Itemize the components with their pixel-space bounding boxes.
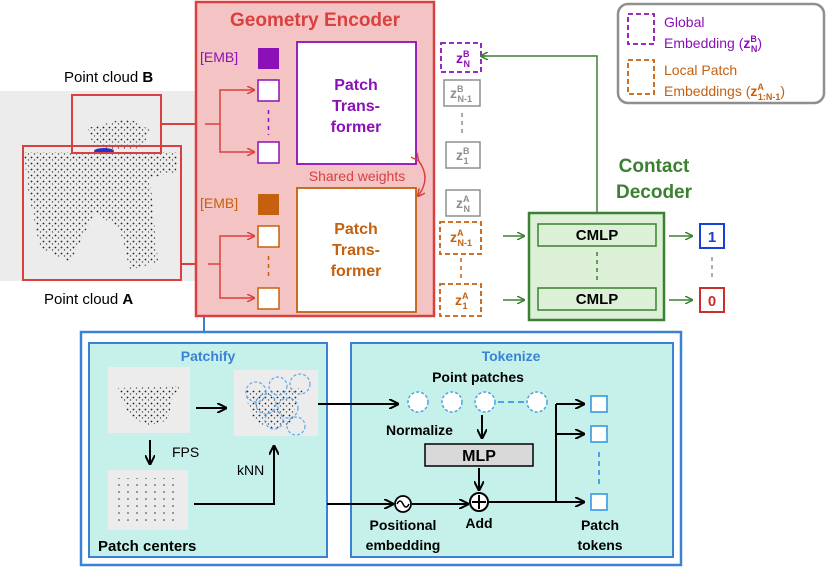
point-cloud-a-shape	[24, 152, 178, 270]
knn-label: kNN	[237, 462, 264, 478]
patch-token-a-1	[257, 225, 280, 248]
geometry-encoder: Geometry Encoder [EMB] Patch Trans- form…	[194, 0, 436, 318]
point-patches-label: Point patches	[432, 369, 524, 385]
global-embedding-line	[481, 55, 598, 213]
patch-transformer-a-line-3: former	[331, 263, 382, 280]
contact-decoder-title-line-2: Decoder	[616, 182, 693, 203]
patch-transformer-b-line-2: Trans-	[332, 98, 380, 115]
patch-transformer-a-line-2: Trans-	[332, 242, 380, 259]
patch-centers-points	[116, 478, 180, 524]
point-cloud-a-box	[22, 145, 182, 281]
positional-label-line-2: embedding	[366, 537, 441, 553]
point-cloud-b-label: Point cloud B	[64, 69, 153, 86]
contact-decoder: Contact Decoder CMLP CMLP 1 0	[481, 55, 725, 322]
fps-label: FPS	[172, 444, 199, 460]
shared-weights-arrow	[418, 160, 426, 196]
patch-token-a-n	[257, 287, 280, 310]
patch-token-b-n	[257, 141, 280, 164]
cmlp-bottom	[537, 287, 657, 311]
cmlp-top	[537, 223, 657, 247]
patch-tokens-label-line-1: Patch	[581, 517, 619, 533]
tokenize-title: Tokenize	[482, 348, 541, 364]
tokenization-section: Patchify FPS Patch centers kNN Tokenize …	[79, 330, 683, 567]
patch-token-out-n	[590, 493, 608, 511]
patch-token-out-1	[590, 395, 608, 413]
geometry-encoder-title: Geometry Encoder	[230, 10, 401, 31]
patchify-input-shape	[118, 386, 180, 426]
sine-wave-icon	[396, 500, 410, 508]
output-contact-box	[699, 223, 725, 249]
normalize-label: Normalize	[386, 422, 453, 438]
token-z-b-n1	[443, 79, 481, 107]
arrow-b-1	[219, 90, 254, 124]
token-z-b-1	[445, 141, 481, 169]
cmlp-bottom-label: CMLP	[576, 291, 619, 308]
legend-box	[616, 2, 826, 105]
point-patch-circles	[407, 391, 548, 413]
shared-weights-label: Shared weights	[309, 168, 406, 184]
patch-token-b-1	[257, 79, 280, 102]
grouped-patch-circles	[245, 373, 311, 436]
legend-local-swatch	[627, 59, 655, 95]
legend-global-swatch	[627, 13, 655, 45]
arrow-a-1	[219, 236, 254, 264]
contact-decoder-title-line-1: Contact	[619, 156, 690, 177]
token-z-a-n	[445, 189, 481, 217]
point-cloud-panel: Point cloud B Point cloud A	[0, 69, 196, 308]
point-cloud-b-shape	[88, 118, 150, 150]
positional-label-line-1: Positional	[370, 517, 437, 533]
patch-transformer-b-line-1: Patch	[334, 77, 378, 94]
arrow-a-n	[219, 264, 254, 298]
emb-label-a: [EMB]	[200, 195, 238, 211]
patch-transformer-a-line-1: Patch	[334, 221, 378, 238]
output-no-contact-label: 0	[708, 293, 716, 310]
add-label: Add	[465, 515, 492, 531]
patch-transformer-b-line-3: former	[331, 119, 382, 136]
mlp-box	[424, 443, 534, 467]
legend-global-line-1: Global	[664, 14, 704, 30]
patch-tokens-label-line-2: tokens	[577, 537, 622, 553]
patch-transformer-b	[296, 41, 417, 165]
emb-token-b	[258, 48, 279, 69]
patch-transformer-a	[296, 187, 417, 313]
token-z-b-n	[440, 42, 482, 73]
output-contact-label: 1	[708, 229, 716, 246]
legend-local-line-1: Local Patch	[664, 62, 737, 78]
point-cloud-a-label: Point cloud A	[44, 291, 133, 308]
output-no-contact-box	[699, 287, 725, 313]
emb-label-b: [EMB]	[200, 49, 238, 65]
mlp-label: MLP	[462, 448, 496, 465]
arrow-b-n	[219, 124, 254, 152]
token-z-a-1	[439, 283, 482, 317]
knn-arrow	[194, 446, 274, 505]
patchify-title: Patchify	[181, 348, 236, 364]
emb-token-a	[258, 194, 279, 215]
patch-token-out-2	[590, 425, 608, 443]
patch-centers-label: Patch centers	[98, 538, 196, 555]
token-z-a-n1	[439, 221, 482, 255]
cmlp-top-label: CMLP	[576, 227, 619, 244]
